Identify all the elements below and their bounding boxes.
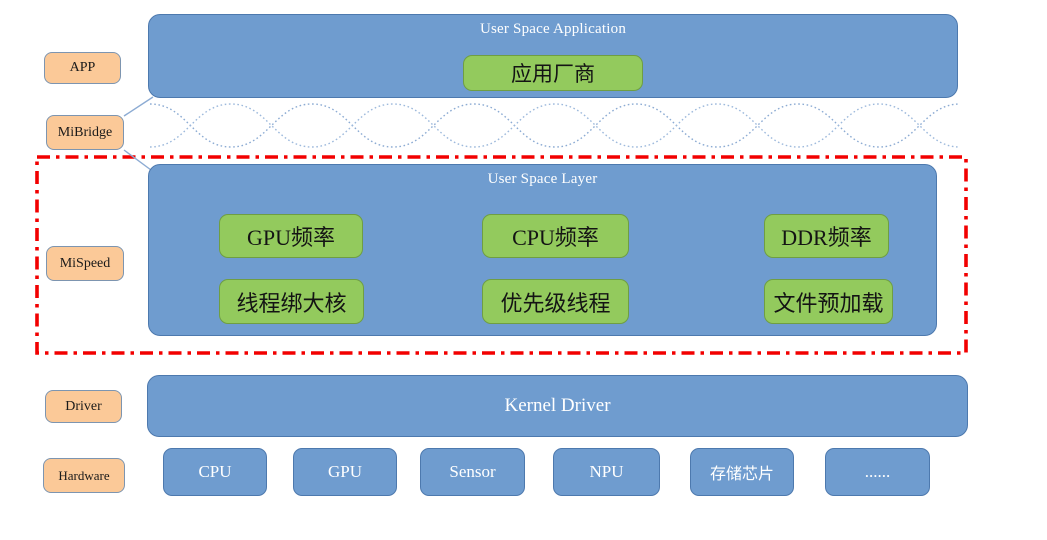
bridge-wave-upper <box>149 103 961 148</box>
feature-priority-thread: 优先级线程 <box>482 279 629 324</box>
feature-cpu-freq: CPU频率 <box>482 214 629 258</box>
mibridge-connector-up <box>123 96 154 117</box>
layer-label-app: APP <box>44 52 121 84</box>
layer-label-driver: Driver <box>45 390 122 423</box>
layer-label-mispeed: MiSpeed <box>46 246 124 281</box>
bridge-wave-lower <box>149 103 961 148</box>
feature-ddr-freq: DDR频率 <box>764 214 889 258</box>
layer-label-mibridge: MiBridge <box>46 115 124 150</box>
hw-ellipsis: ...... <box>825 448 930 496</box>
user-space-application-box: User Space Application 应用厂商 <box>148 14 958 98</box>
feature-gpu-freq: GPU频率 <box>219 214 363 258</box>
user-space-layer-title: User Space Layer <box>487 171 598 187</box>
kernel-driver-box: Kernel Driver <box>147 375 968 437</box>
mibridge-connector-down <box>123 149 152 171</box>
feature-thread-bind-big-core: 线程绑大核 <box>219 279 364 324</box>
hw-storage-chip: 存储芯片 <box>690 448 794 496</box>
user-space-layer-box: User Space Layer GPU频率 CPU频率 DDR频率 线程绑大核… <box>148 164 937 336</box>
user-space-application-title: User Space Application <box>479 21 627 37</box>
mispeed-scope-frame <box>35 155 968 355</box>
hw-cpu: CPU <box>163 448 267 496</box>
hw-npu: NPU <box>553 448 660 496</box>
feature-file-preload: 文件预加载 <box>764 279 893 324</box>
app-vendor-box: 应用厂商 <box>463 55 643 91</box>
hw-gpu: GPU <box>293 448 397 496</box>
layer-label-hardware: Hardware <box>43 458 125 493</box>
hw-sensor: Sensor <box>420 448 525 496</box>
